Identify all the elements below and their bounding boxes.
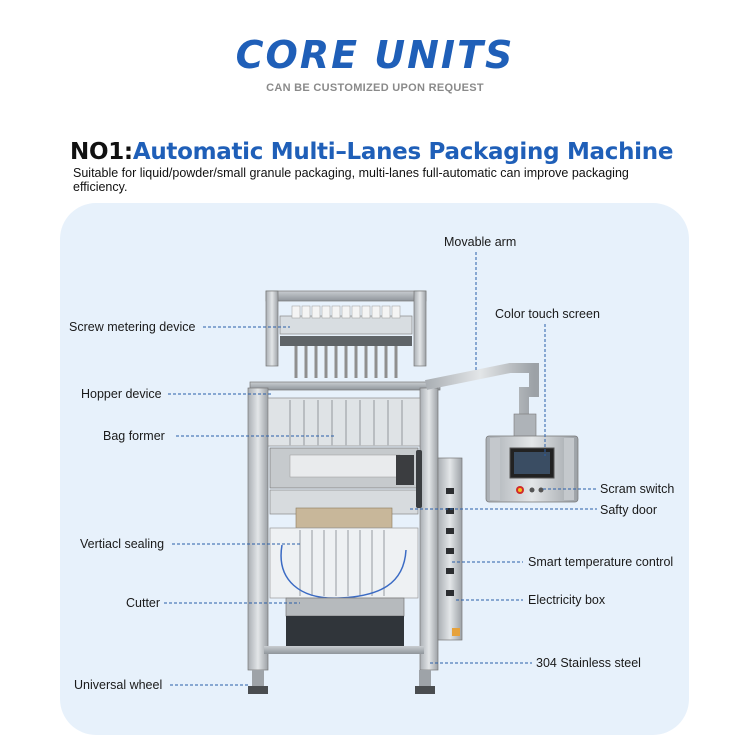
section-number: NO1: [70,139,133,165]
page-subtitle: CAN BE CUSTOMIZED UPON REQUEST [266,82,484,94]
label-safty-door: Safty door [600,503,657,517]
section-name: Automatic Multi–Lanes Packaging Machine [132,139,674,165]
label-cutter: Cutter [126,596,161,610]
screw-metering-frame [265,290,427,378]
label-color-touch-screen: Color touch screen [495,307,600,321]
control-box [485,435,579,503]
leader-lines [164,252,597,686]
section-title: NO1:Automatic Multi–Lanes Packaging Mach… [70,139,673,165]
label-scram-switch: Scram switch [600,482,675,496]
label-screw-metering-device: Screw metering device [69,320,196,334]
movable-arm [425,363,539,439]
label-hopper-device: Hopper device [81,387,162,401]
page-title: CORE UNITS [235,33,515,77]
machine-body [247,381,463,694]
label-vertical-sealing: Vertiacl sealing [80,537,165,551]
label-movable-arm: Movable arm [444,235,517,249]
label-bag-former: Bag former [103,429,165,443]
section-description: Suitable for liquid/powder/small granule… [73,166,629,194]
label-universal-wheel: Universal wheel [74,678,163,692]
label-smart-temperature-control: Smart temperature control [528,555,674,569]
label-electricity-box: Electricity box [528,593,606,607]
label-stainless-steel: 304 Stainless steel [536,656,641,670]
